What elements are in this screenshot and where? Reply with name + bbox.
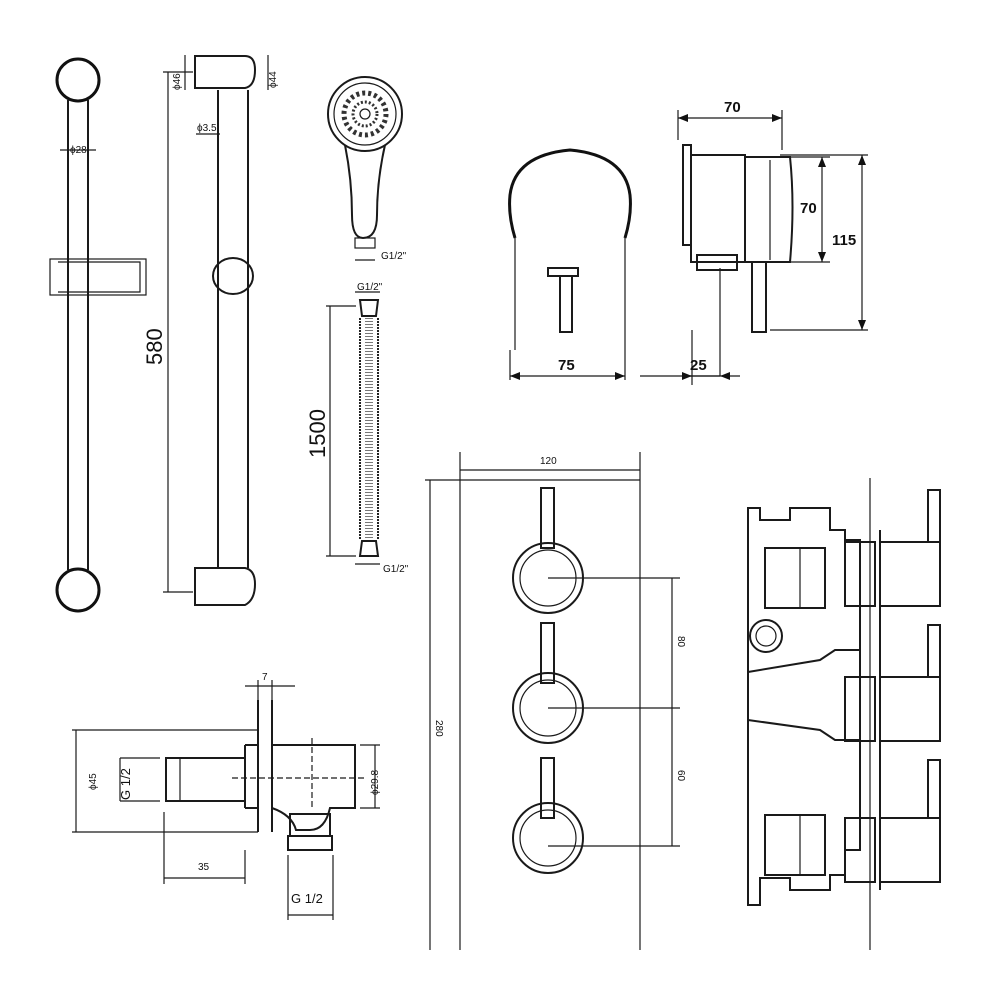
- shower-hose: [326, 291, 380, 565]
- single-valve-height-label: 115: [832, 232, 856, 249]
- single-valve-depth-label: 70: [724, 99, 741, 116]
- single-valve-front: [508, 148, 632, 380]
- single-valve-width-label: 75: [558, 357, 575, 374]
- triple-valve-front: [425, 452, 680, 950]
- rail-dim-46: ϕ46: [172, 73, 183, 90]
- rail-dim-35: ϕ3.5: [197, 123, 217, 134]
- rail-length-label: 580: [142, 328, 167, 365]
- elbow-dim-45: ϕ45: [88, 773, 99, 790]
- single-valve-side: [640, 110, 868, 385]
- shower-handset: [327, 76, 403, 261]
- elbow-dim-35: 35: [198, 862, 210, 873]
- handset-thread-label: G1/2": [381, 251, 407, 262]
- single-valve-plate-label: 25: [690, 357, 707, 374]
- hose-length-label: 1500: [305, 409, 330, 458]
- triple-valve-spacing-80: 80: [675, 636, 686, 648]
- hose-thread-bottom-label: G1/2": [383, 564, 409, 575]
- triple-valve-spacing-60: 60: [675, 770, 686, 782]
- elbow-dim-298: ϕ29.8: [370, 769, 381, 795]
- wall-outlet-elbow: [72, 680, 380, 920]
- single-valve-knob-label: 70: [800, 200, 817, 217]
- elbow-dim-g12-bottom: G 1/2: [291, 891, 323, 906]
- slide-rail-side: [163, 55, 269, 606]
- rail-dim-44: ϕ44: [268, 71, 279, 88]
- rail-diameter-label: ϕ28: [70, 145, 87, 156]
- elbow-dim-7: 7: [262, 672, 268, 683]
- triple-valve-width-label: 120: [540, 456, 557, 467]
- slide-rail-front: [49, 57, 147, 613]
- elbow-dim-g12-side: G 1/2: [118, 768, 133, 800]
- triple-valve-side: [747, 478, 941, 950]
- hose-thread-top-label: G1/2": [357, 282, 383, 293]
- triple-valve-height-label: 280: [433, 720, 444, 737]
